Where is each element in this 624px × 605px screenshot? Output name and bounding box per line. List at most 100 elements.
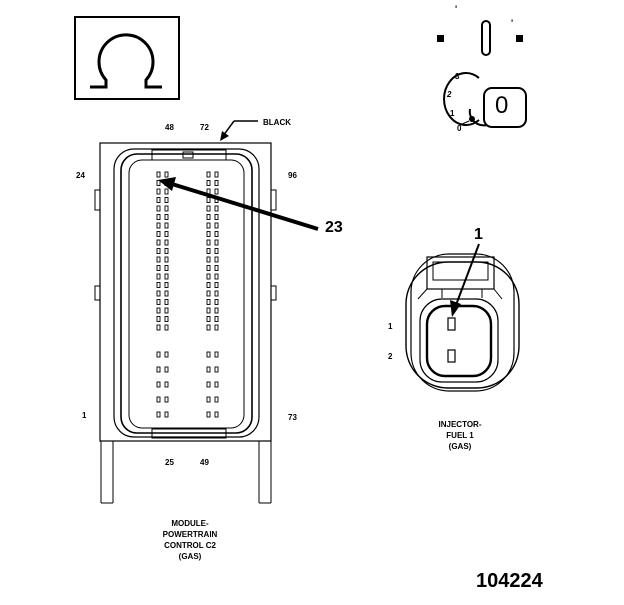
pin-cavity	[214, 273, 219, 280]
pin-cavity	[164, 231, 169, 237]
pin-cavity	[206, 265, 211, 271]
pin-cavity	[156, 180, 161, 186]
pin-cavity	[164, 307, 169, 314]
pin-label-24: 24	[76, 171, 85, 180]
callout-1-arrow	[450, 243, 480, 317]
pin-cavity	[164, 239, 169, 246]
pin-cavity	[156, 411, 161, 418]
pin-cavity	[156, 222, 161, 229]
pin-cavity	[206, 290, 211, 297]
pin-cavity	[164, 351, 169, 358]
pin-cavity	[206, 171, 211, 178]
pin-cavity	[214, 205, 219, 212]
pin-cavity	[214, 307, 219, 314]
key-position-3: 3	[455, 72, 460, 81]
injector-caption: INJECTOR- FUEL 1 (GAS)	[410, 419, 510, 452]
pin-cavity	[156, 381, 161, 388]
pin-cavity	[156, 307, 161, 314]
pin-cavity	[164, 366, 169, 373]
pin-cavity	[156, 256, 161, 263]
pin-cavity	[164, 273, 169, 280]
pin-cavity	[214, 324, 219, 331]
pin-cavity	[206, 396, 211, 403]
pin-cavity	[164, 396, 169, 403]
pin-cavity	[156, 188, 161, 195]
pin-cavity	[156, 214, 161, 220]
pin-cavity	[214, 366, 219, 373]
pin-cavity	[164, 381, 169, 388]
pin-cavity	[206, 411, 211, 418]
pin-cavity	[206, 214, 211, 220]
pin-cavity	[206, 316, 211, 322]
pin-cavity	[214, 316, 219, 322]
key-position-0: 0	[457, 124, 462, 133]
pin-label-72: 72	[200, 123, 209, 132]
injector-pin-label-2: 2	[388, 352, 393, 361]
pin-cavity	[214, 171, 219, 178]
key-position-2: 2	[447, 90, 452, 99]
module-caption: MODULE- POWERTRAIN CONTROL C2 (GAS)	[135, 518, 245, 562]
pin-cavity	[214, 239, 219, 246]
pin-cavity	[156, 239, 161, 246]
pin-cavity	[164, 188, 169, 195]
pin-cavity	[164, 214, 169, 220]
pin-cavity	[206, 197, 211, 203]
pin-cavity	[156, 351, 161, 358]
pin-cavity	[206, 366, 211, 373]
callout-1-label: 1	[474, 226, 483, 243]
pin-label-48: 48	[165, 123, 174, 132]
pin-cavity	[156, 265, 161, 271]
pin-cavity	[164, 171, 169, 178]
pin-cavity	[214, 256, 219, 263]
callout-23-label: 23	[325, 219, 343, 236]
module-connector-c2	[94, 142, 277, 504]
pin-cavity	[156, 299, 161, 305]
pin-label-73: 73	[288, 413, 297, 422]
pin-cavity	[206, 307, 211, 314]
key-position-1: 1	[450, 109, 455, 118]
pin-cavity	[214, 381, 219, 388]
pin-cavity	[206, 205, 211, 212]
pin-cavity	[206, 180, 211, 186]
figure-id: 104224	[476, 570, 543, 592]
pin-cavity	[164, 411, 169, 418]
pin-cavity	[206, 273, 211, 280]
pin-cavity	[156, 396, 161, 403]
pin-cavity	[214, 290, 219, 297]
pin-cavity	[206, 299, 211, 305]
pin-cavity	[156, 290, 161, 297]
pin-cavity	[214, 299, 219, 305]
injector-connector	[405, 253, 520, 392]
black-pointer-arrow	[220, 120, 258, 141]
pin-label-25: 25	[165, 458, 174, 467]
pin-cavity	[156, 171, 161, 178]
pin-cavity	[164, 205, 169, 212]
pin-label-49: 49	[200, 458, 209, 467]
svg-text:': '	[511, 18, 513, 28]
pin-cavity	[156, 248, 161, 254]
pin-cavity	[156, 205, 161, 212]
pin-cavity	[164, 197, 169, 203]
module-caption-line: CONTROL C2	[164, 541, 216, 550]
pin-cavity	[214, 351, 219, 358]
pin-cavity	[164, 316, 169, 322]
pin-cavity	[214, 282, 219, 288]
pin-cavity	[164, 299, 169, 305]
pin-cavity	[156, 231, 161, 237]
pin-cavity	[214, 222, 219, 229]
ignition-key-icon: ' '	[437, 4, 527, 128]
pin-cavity	[214, 248, 219, 254]
injector-caption-line: (GAS)	[448, 442, 472, 451]
pin-cavity	[206, 239, 211, 246]
pin-label-96: 96	[288, 171, 297, 180]
pin-cavity	[206, 222, 211, 229]
injector-caption-line: INJECTOR-	[438, 420, 482, 429]
pin-cavity	[214, 231, 219, 237]
pin-cavity	[214, 188, 219, 195]
pin-cavity	[164, 256, 169, 263]
pin-cavity	[206, 231, 211, 237]
pin-cavity	[214, 265, 219, 271]
svg-text:': '	[455, 4, 457, 14]
